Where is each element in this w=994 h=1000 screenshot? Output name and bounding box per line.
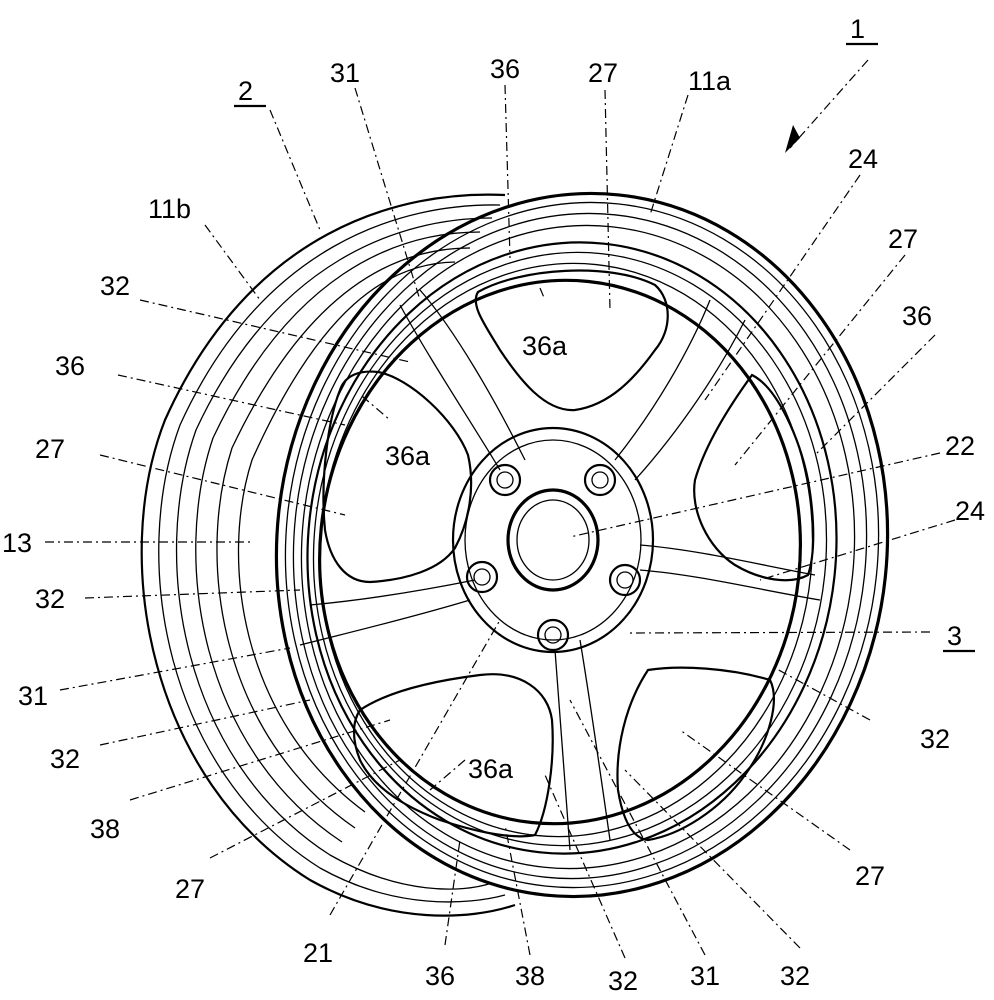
label-11a: 11a [688, 66, 732, 96]
hub-21 [453, 428, 653, 652]
ref-label-3: 3 [947, 621, 962, 651]
label-31-bottom: 31 [690, 961, 720, 991]
label-22: 22 [945, 431, 975, 461]
label-36a-top: 36a [522, 331, 568, 361]
ref-label-2: 2 [238, 76, 253, 106]
label-11b: 11b [148, 194, 191, 224]
label-36-right: 36 [902, 301, 932, 331]
label-31-top: 31 [330, 58, 360, 88]
label-32-left-mid: 32 [35, 584, 65, 614]
label-36-bottom: 36 [425, 961, 455, 991]
label-36-left: 36 [55, 351, 85, 381]
reference-arrow [785, 60, 868, 153]
label-27-top: 27 [588, 58, 618, 88]
label-32-left-low: 32 [50, 744, 80, 774]
label-24-right: 24 [955, 496, 985, 526]
label-38-bottom: 38 [515, 961, 545, 991]
label-21: 21 [303, 938, 333, 968]
label-36-top: 36 [490, 54, 520, 84]
label-27-bottom-left: 27 [175, 874, 205, 904]
label-27-bottom-right: 27 [855, 861, 885, 891]
front-wheel-rim-11a [242, 163, 922, 927]
label-36a-bottom: 36a [468, 754, 514, 784]
label-36a-left: 36a [385, 441, 431, 471]
label-32-left-top: 32 [100, 271, 130, 301]
label-32-right: 32 [920, 724, 950, 754]
ref-label-1: 1 [850, 14, 865, 44]
labels: 1 2 3 31 36 27 11a 24 11b 27 32 36a 36 3… [2, 14, 985, 996]
bolt-holes [467, 465, 640, 650]
label-27-right: 27 [888, 224, 918, 254]
rear-wheel-rim-11b [142, 195, 515, 916]
label-27-left: 27 [35, 434, 65, 464]
label-32-bottom-a: 32 [608, 966, 638, 996]
label-31-left: 31 [18, 681, 48, 711]
label-38-left: 38 [90, 814, 120, 844]
center-bore-22 [508, 490, 598, 590]
label-13: 13 [2, 528, 32, 558]
label-24-top: 24 [848, 144, 878, 174]
label-32-bottom-b: 32 [780, 961, 810, 991]
